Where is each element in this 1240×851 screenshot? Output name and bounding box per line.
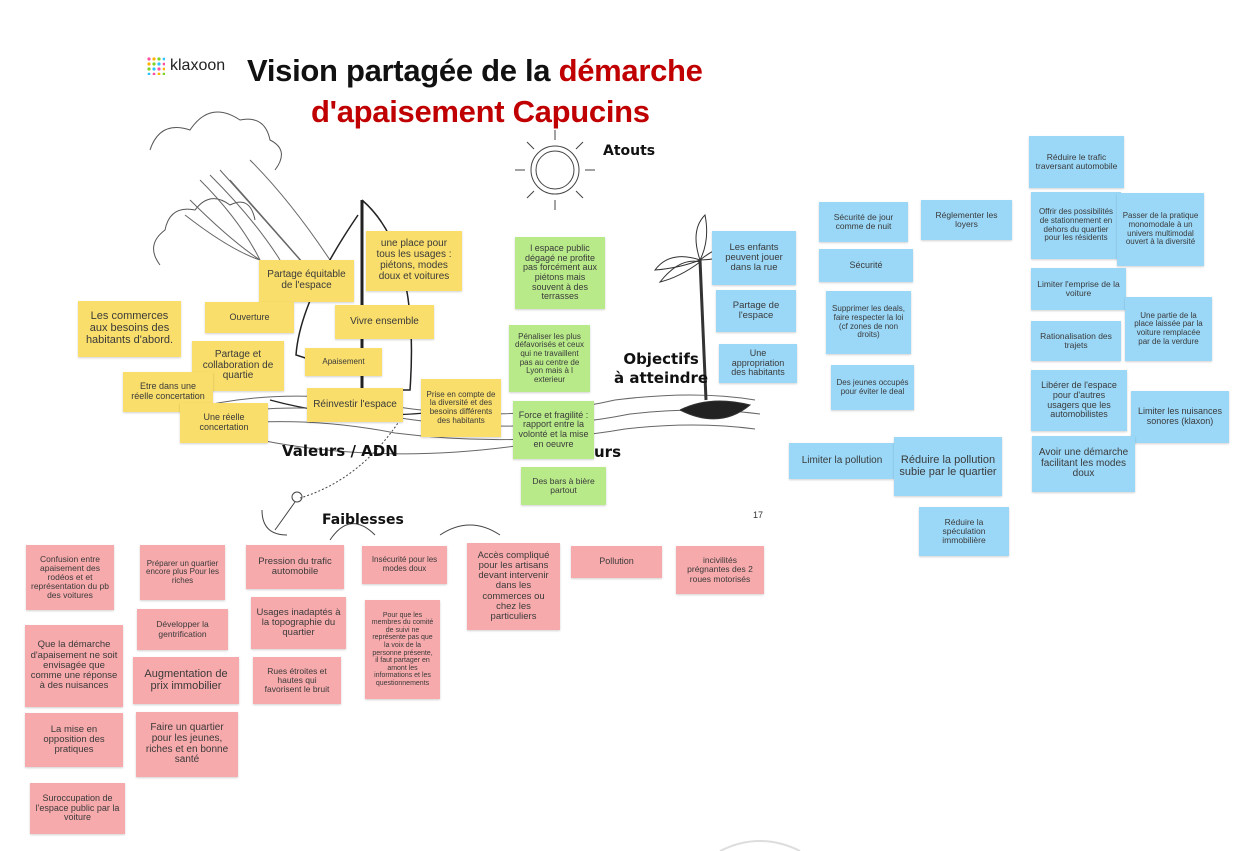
title-part1: Vision partagée de la	[247, 53, 559, 88]
klaxoon-logo-icon	[147, 57, 165, 75]
sticky-note-weakness[interactable]: Faire un quartier pour les jeunes, riche…	[136, 712, 238, 777]
label-atouts: Atouts	[603, 143, 656, 159]
sticky-note-objective[interactable]: Une appropriation des habitants	[719, 344, 797, 383]
sticky-note-objective[interactable]: Limiter l'emprise de la voiture	[1031, 268, 1126, 310]
sticky-note-objective[interactable]: Passer de la pratique monomodale à un un…	[1117, 193, 1204, 266]
sticky-note-objective[interactable]: Une partie de la place laissée par la vo…	[1125, 297, 1212, 361]
sticky-note-asset[interactable]: Pénaliser les plus défavorisés et ceux q…	[509, 325, 590, 392]
sticky-note-weakness[interactable]: incivilités prégnantes des 2 roues motor…	[676, 546, 764, 594]
logo-text: klaxoon	[170, 57, 226, 74]
sticky-note-weakness[interactable]: Pour que les membres du comité de suivi …	[365, 600, 440, 699]
label-objectifs-line1: Objectifs	[623, 350, 699, 368]
sticky-note-objective[interactable]: Sécurité	[819, 249, 913, 282]
sticky-note-objective[interactable]: Partage de l'espace	[716, 290, 796, 332]
label-faiblesses: Faiblesses	[322, 512, 404, 528]
page-title-line2: d'apaisement Capucins	[311, 94, 650, 129]
sticky-note-value[interactable]: une place pour tous les usages : piétons…	[366, 231, 462, 291]
sticky-note-objective[interactable]: Offrir des possibilités de stationnement…	[1031, 192, 1121, 259]
sticky-note-weakness[interactable]: Pollution	[571, 546, 662, 578]
sticky-note-weakness[interactable]: Rues étroites et hautes qui favorisent l…	[253, 657, 341, 704]
cloud-drawing	[153, 198, 256, 266]
sticky-note-weakness[interactable]: Confusion entre apaisement des rodéos et…	[26, 545, 114, 610]
sticky-note-objective[interactable]: Des jeunes occupés pour éviter le deal	[831, 365, 914, 410]
sticky-note-objective[interactable]: Réduire le trafic traversant automobile	[1029, 136, 1124, 188]
sticky-note-weakness[interactable]: Suroccupation de l'espace public par la …	[30, 783, 125, 834]
page-number: 17	[753, 510, 764, 520]
sticky-note-weakness[interactable]: Que la démarche d'apaisement ne soit env…	[25, 625, 123, 707]
sticky-note-objective[interactable]: Limiter les nuisances sonores (klaxon)	[1131, 391, 1229, 443]
sticky-note-weakness[interactable]: Augmentation de prix immobilier	[133, 657, 239, 704]
sticky-note-weakness[interactable]: Insécurité pour les modes doux	[362, 546, 447, 584]
sticky-note-value[interactable]: Apaisement	[305, 348, 382, 376]
label-valeurs: Valeurs / ADN	[282, 442, 398, 460]
sticky-note-objective[interactable]: Réduire la spéculation immobilière	[919, 507, 1009, 556]
sticky-note-objective[interactable]: Supprimer les deals, faire respecter la …	[826, 291, 911, 354]
sticky-note-objective[interactable]: Sécurité de jour comme de nuit	[819, 202, 908, 242]
sticky-note-objective[interactable]: Les enfants peuvent jouer dans la rue	[712, 231, 796, 285]
sticky-note-objective[interactable]: Réduire la pollution subie par le quarti…	[894, 437, 1002, 496]
palm-tree-drawing	[653, 213, 752, 420]
sticky-note-value[interactable]: Prise en compte de la diversité et des b…	[421, 379, 501, 437]
sticky-note-objective[interactable]: Libérer de l'espace pour d'autres usager…	[1031, 370, 1127, 431]
sticky-note-value[interactable]: Vivre ensemble	[335, 305, 434, 339]
sticky-note-objective[interactable]: Réglementer les loyers	[921, 200, 1012, 240]
sticky-note-objective[interactable]: Avoir une démarche facilitant les modes …	[1032, 436, 1135, 492]
sticky-note-value[interactable]: Une réelle concertation	[180, 403, 268, 443]
sticky-note-weakness[interactable]: Préparer un quartier encore plus Pour le…	[140, 545, 225, 600]
klaxoon-logo: klaxoon	[147, 57, 225, 75]
sticky-note-value[interactable]: Les commerces aux besoins des habitants …	[78, 301, 181, 357]
sticky-note-objective[interactable]: Limiter la pollution	[789, 443, 895, 479]
wind-drawing	[184, 159, 331, 266]
cloud-drawing	[149, 111, 282, 171]
sticky-note-weakness[interactable]: La mise en opposition des pratiques	[25, 713, 123, 767]
sticky-note-accelerator[interactable]: Des bars à bière partout	[521, 467, 606, 505]
sun-drawing	[515, 130, 595, 210]
label-accelerateurs-partial: urs	[594, 443, 622, 461]
sticky-note-asset[interactable]: l espace public dégagé ne profite pas fo…	[515, 237, 605, 309]
sticky-note-weakness[interactable]: Usages inadaptés à la topographie du qua…	[251, 597, 346, 649]
label-objectifs-line2: à atteindre	[614, 368, 709, 387]
sticky-note-accelerator[interactable]: Force et fragilité : rapport entre la vo…	[513, 401, 594, 459]
sticky-note-weakness[interactable]: Développer la gentrification	[137, 609, 228, 650]
sticky-note-value[interactable]: Réinvestir l'espace	[307, 388, 403, 422]
sticky-note-objective[interactable]: Rationalisation des trajets	[1031, 321, 1121, 361]
title-part2: démarche	[558, 53, 703, 88]
sticky-note-value[interactable]: Partage équitable de l'espace	[259, 260, 354, 302]
anchor-drawing	[261, 419, 501, 541]
page-title: Vision partagée de la démarche	[247, 53, 703, 89]
label-objectifs: Objectifs à atteindre	[614, 350, 708, 388]
scroll-indicator	[719, 840, 801, 851]
sticky-note-weakness[interactable]: Pression du trafic automobile	[246, 545, 344, 589]
sticky-note-weakness[interactable]: Accès compliqué pour les artisans devant…	[467, 543, 560, 630]
sticky-note-value[interactable]: Ouverture	[205, 302, 294, 333]
